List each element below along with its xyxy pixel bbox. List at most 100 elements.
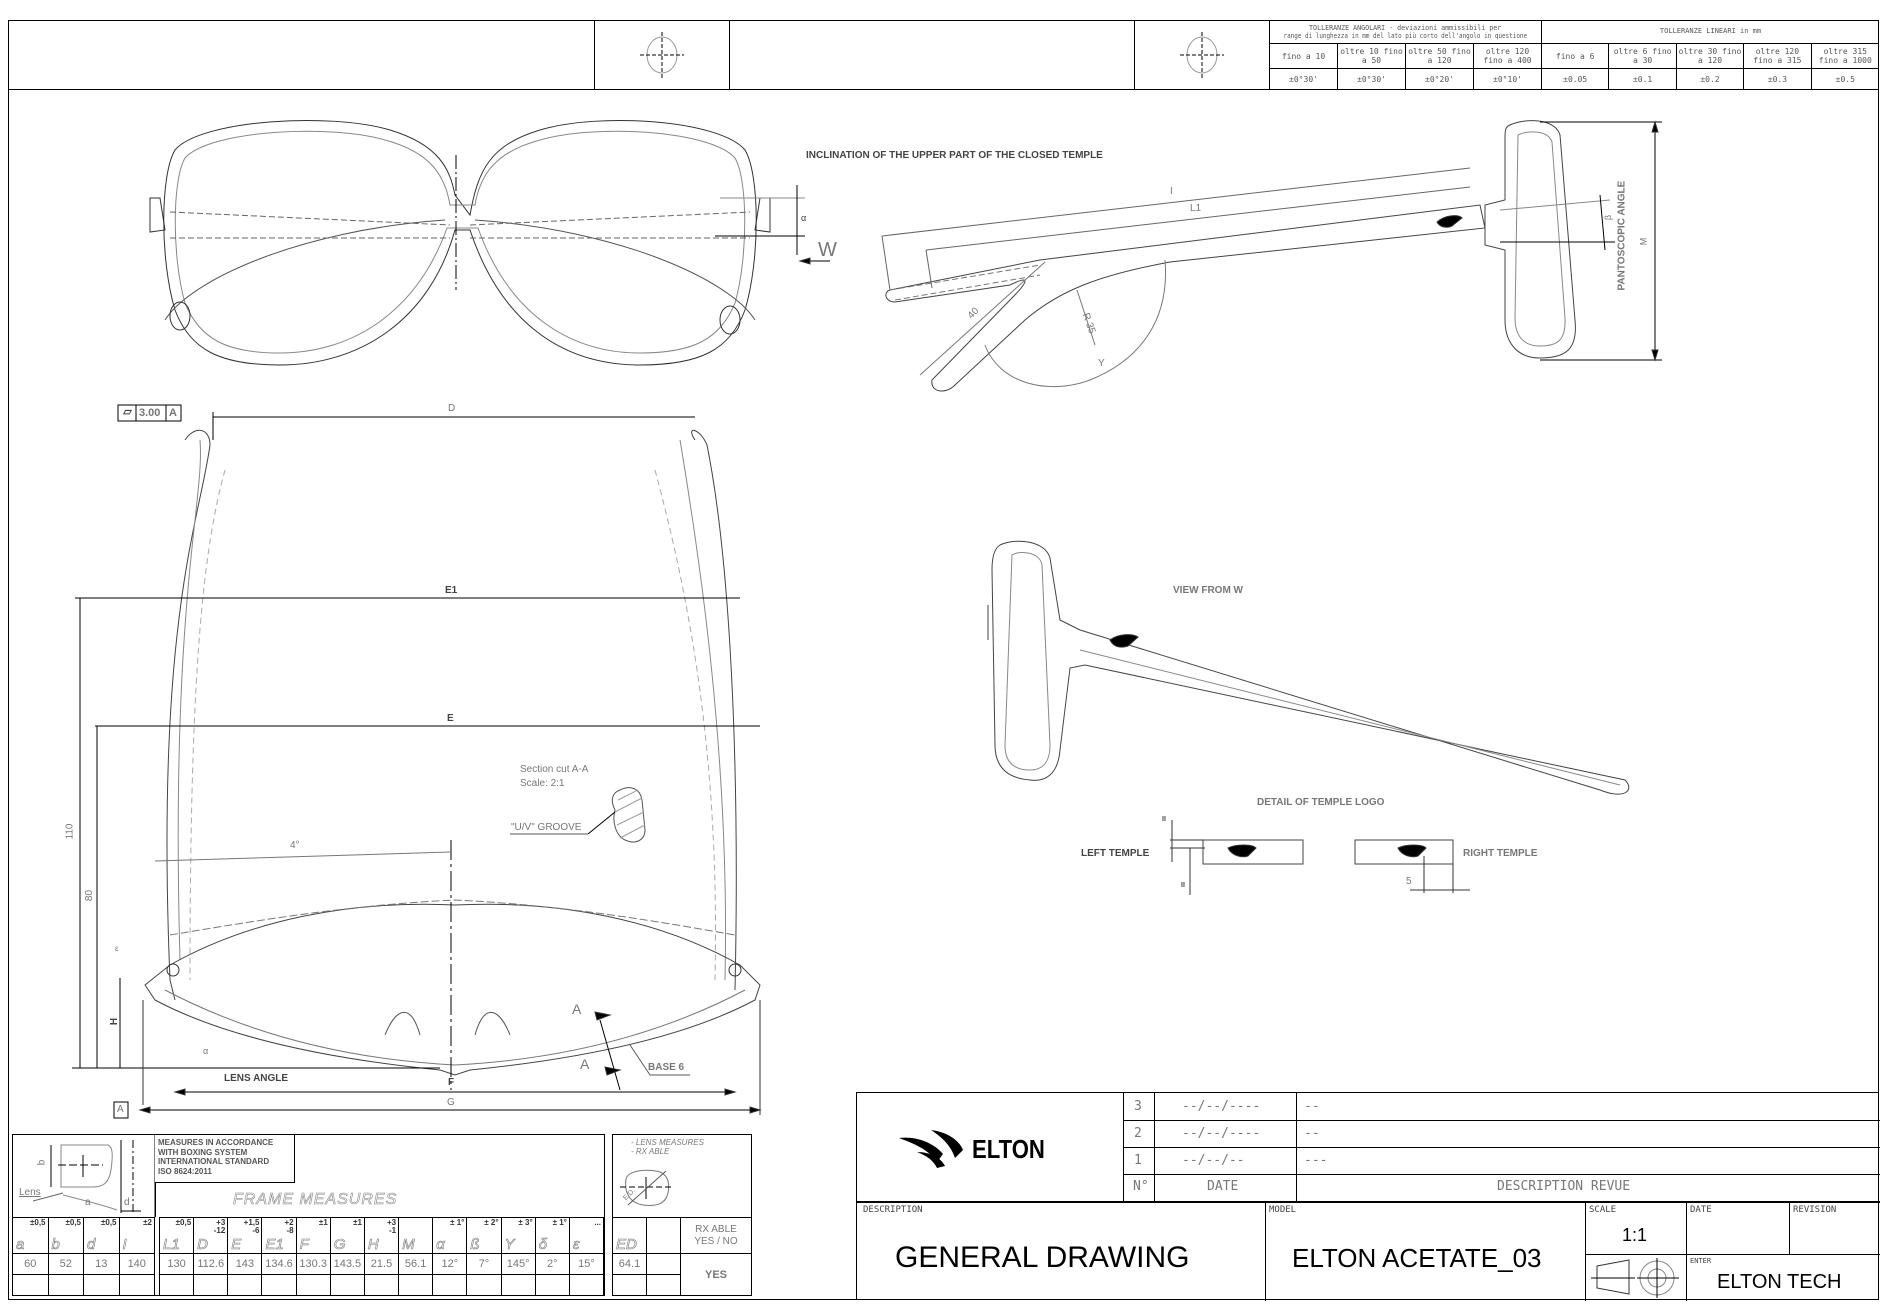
dim-4deg-label: 4°: [290, 840, 300, 851]
revision-number: 2: [1134, 1126, 1142, 1141]
dim-e1-label: E1: [445, 585, 458, 596]
frame-measure-header: δ± 1°: [535, 1217, 570, 1253]
frame-measure-empty: [228, 1274, 263, 1295]
rev-header-desc: DESCRIPTION REVUE: [1497, 1179, 1631, 1194]
target-crosshair-icon: [1180, 32, 1224, 78]
linear-tolerance-table: TOLLERANZE LINEARI in mm fino a 6 oltre …: [1542, 20, 1879, 90]
header-strip: TOLLERANZE ANGOLARI - deviazioni ammissi…: [8, 20, 1879, 90]
lens-measure-value: 60: [13, 1253, 49, 1274]
linear-range: oltre 30 fino a 120: [1676, 44, 1745, 69]
section-scale-label: Scale: 2:1: [520, 778, 565, 789]
frame-measure-value: 112.6: [194, 1253, 229, 1274]
boxing-diagram: [32, 1135, 155, 1217]
frame-measure-empty: [296, 1274, 331, 1295]
lens-label: Lens: [19, 1187, 41, 1198]
frame-measure-empty: [569, 1274, 604, 1295]
view-from-w: [987, 540, 1630, 795]
diagram-label-b: b: [36, 1159, 48, 1166]
revision-description: --: [1304, 1126, 1320, 1141]
rev-header-date: DATE: [1207, 1179, 1239, 1194]
linear-tolerance-title: TOLLERANZE LINEARI in mm: [1542, 20, 1879, 44]
section-a-label-bottom: A: [580, 1056, 590, 1072]
dim-y-label: Y: [1098, 358, 1105, 369]
dim-ii-top: II: [1162, 816, 1166, 823]
frame-measure-value: 143.5: [330, 1253, 365, 1274]
target-crosshair-icon: [640, 32, 684, 78]
section-a-label-top: A: [572, 1001, 582, 1017]
frame-measure-header: α± 1°: [433, 1217, 468, 1253]
lens-measures-grid: a±0,5 b±0,5 d±0,5 I±2 60 52 13 140: [13, 1217, 155, 1295]
drawing-sheet: [8, 20, 1879, 1300]
temple-logo-title: DETAIL OF TEMPLE LOGO: [1257, 797, 1385, 808]
frame-measure-empty: [535, 1274, 570, 1295]
linear-range: oltre 6 fino a 30: [1609, 44, 1677, 69]
model-label: MODEL: [1269, 1205, 1297, 1215]
view-from-w-label: VIEW FROM W: [1173, 585, 1243, 596]
lens-measure-value: 140: [119, 1253, 155, 1274]
title-block: ELTON 3--/--/------2--/--/------1--/--/-…: [856, 1092, 1880, 1301]
linear-value: ±0.1: [1609, 69, 1677, 90]
frame-measure-header: E1+2 -8: [262, 1217, 297, 1253]
frame-measure-header: G±1: [330, 1217, 365, 1253]
dim-5-label: 5: [1406, 876, 1412, 887]
frame-measure-value: 143: [228, 1253, 263, 1274]
view-w-label: W: [818, 239, 837, 261]
dim-e-label: E: [447, 713, 454, 724]
angular-range: oltre 10 fino a 50: [1338, 44, 1406, 69]
section-cut-label: Section cut A-A: [520, 764, 589, 775]
uv-groove-label: "U/V" GROOVE: [511, 822, 582, 833]
date-label: DATE: [1690, 1205, 1712, 1215]
flatness-symbol-icon: ⏥: [123, 406, 132, 418]
dim-ii-bottom: II: [1181, 882, 1185, 889]
frame-measure-value: 7°: [467, 1253, 502, 1274]
angular-value: ±0°30': [1338, 69, 1406, 90]
frame-measure-header: M: [399, 1217, 434, 1253]
angular-range: fino a 10: [1270, 44, 1338, 69]
linear-value: ±0.05: [1542, 69, 1610, 90]
top-view: [72, 404, 762, 1119]
frame-measure-empty: [399, 1274, 434, 1295]
linear-range: oltre 315 fino a 1000: [1811, 44, 1879, 69]
iso-note: MEASURES IN ACCORDANCE WITH BOXING SYSTE…: [155, 1135, 295, 1183]
dim-f-label: F: [448, 1077, 455, 1088]
rx-notes: - LENS MEASURES - RX ABLE: [631, 1138, 704, 1156]
temple-logo-detail: [1170, 820, 1470, 895]
frame-measure-value: 130: [160, 1253, 195, 1274]
rev-header-n: N°: [1133, 1179, 1149, 1194]
base-curve-label: BASE 6: [648, 1062, 685, 1073]
model-value: ELTON ACETATE_03: [1292, 1243, 1542, 1273]
revision-date: --/--/--: [1182, 1153, 1245, 1168]
frame-measure-header: E+1,5 -6: [228, 1217, 263, 1253]
scale-value: 1:1: [1622, 1225, 1648, 1245]
rx-able-header: RX ABLE YES / NO: [681, 1217, 751, 1253]
angular-value: ±0°10': [1474, 69, 1542, 90]
scale-label: SCALE: [1589, 1205, 1617, 1215]
frame-measure-header: ε...: [569, 1217, 604, 1253]
revision-date: --/--/----: [1182, 1099, 1261, 1114]
brand-name: ELTON: [972, 1134, 1045, 1164]
angular-value: ±0°30': [1270, 69, 1338, 90]
linear-range: fino a 6: [1542, 44, 1610, 69]
dim-m-label: M: [1638, 237, 1649, 246]
projection-target-cell-2: [1135, 20, 1270, 90]
frame-measure-value: 134.6: [262, 1253, 297, 1274]
flatness-datum: A: [169, 407, 177, 419]
frame-measure-empty: [433, 1274, 468, 1295]
dim-epsilon-label: ε: [115, 944, 119, 953]
linear-value: ±0.3: [1744, 69, 1812, 90]
frame-measure-value: 145°: [501, 1253, 536, 1274]
lens-measure-header: a±0,5: [13, 1217, 49, 1253]
frame-measure-empty: [364, 1274, 400, 1295]
alpha-label: α: [801, 213, 807, 223]
dim-beta-label: β: [1603, 214, 1614, 221]
angular-value: ±0°20': [1406, 69, 1474, 90]
pantoscopic-angle-label: PANTOSCOPIC ANGLE: [1616, 180, 1628, 291]
frame-measure-value: 12°: [433, 1253, 468, 1274]
angular-range: oltre 120 fino a 400: [1474, 44, 1542, 69]
enter-label: ENTER: [1690, 1257, 1712, 1265]
lens-measure-value: 13: [84, 1253, 120, 1274]
rx-able-value: YES: [681, 1253, 751, 1295]
frame-measure-header: H+3 -1: [364, 1217, 400, 1253]
frame-measure-value: 56.1: [399, 1253, 434, 1274]
